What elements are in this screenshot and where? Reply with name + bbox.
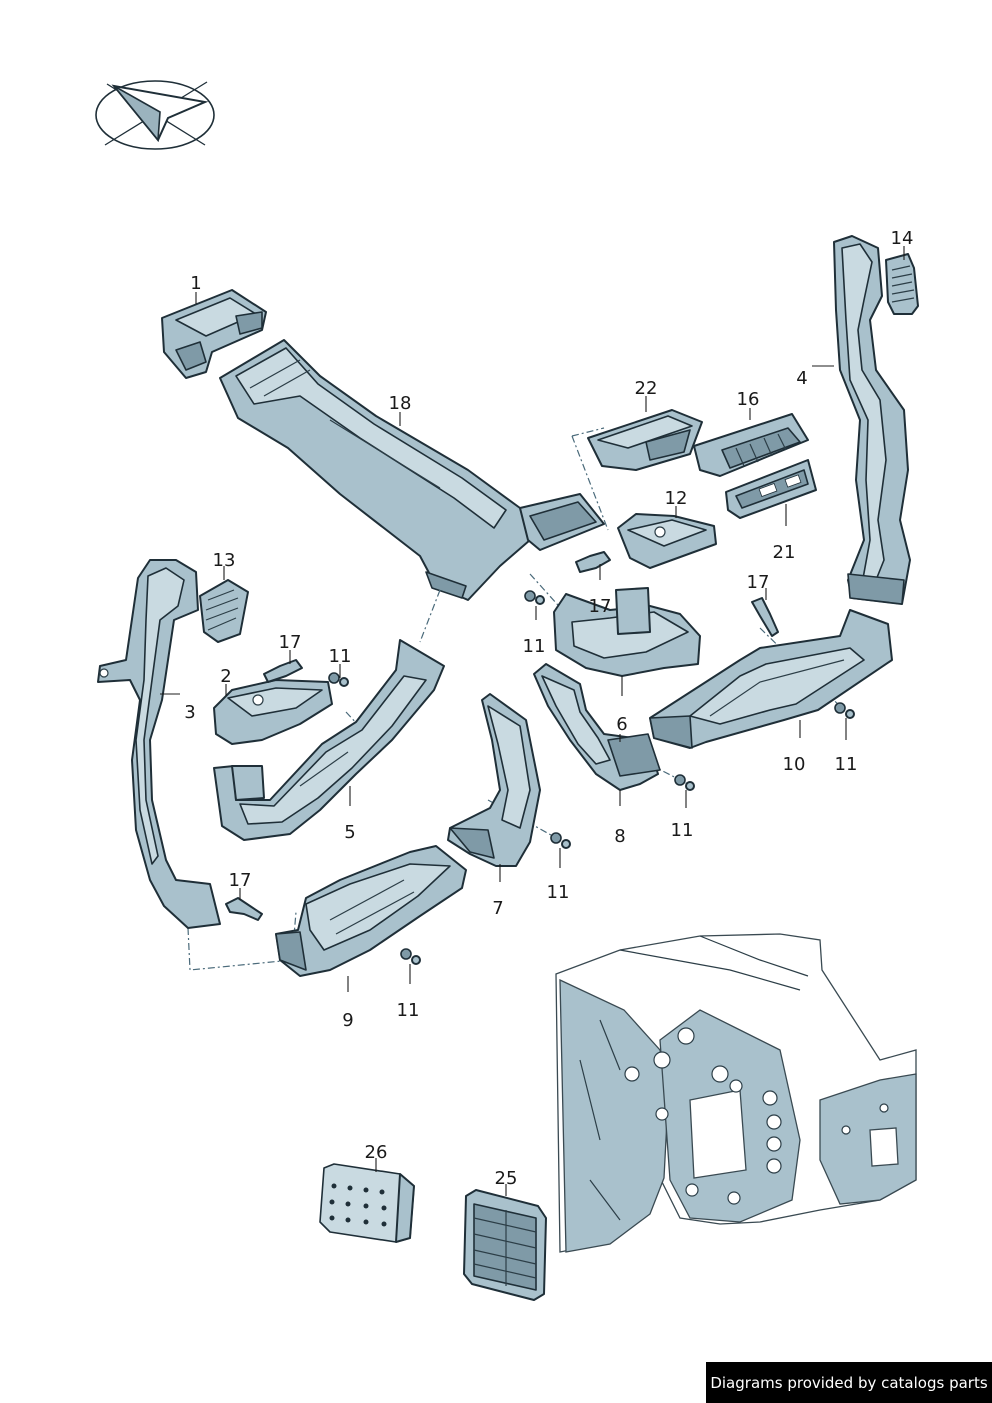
part-7-duct — [447, 693, 541, 867]
part-22-vent-duct — [587, 409, 703, 471]
part-16-air-vent — [693, 413, 809, 477]
part-11-screw — [550, 832, 571, 849]
part-17-screw-right — [751, 597, 779, 637]
callout-11-lower: 11 — [547, 882, 570, 903]
callout-2: 2 — [220, 666, 231, 687]
dash-line — [571, 435, 609, 531]
part-3-left-tall-duct — [97, 559, 221, 929]
callout-17-lower: 17 — [229, 870, 252, 891]
callout-26: 26 — [365, 1142, 388, 1163]
callout-11-mid: 11 — [671, 820, 694, 841]
callout-1: 1 — [190, 273, 201, 294]
callout-8: 8 — [614, 826, 625, 847]
part-17-screw-lower — [225, 897, 263, 921]
part-5-duct — [213, 639, 445, 841]
part-17-screw-center — [575, 551, 611, 573]
callout-4: 4 — [796, 368, 807, 389]
part-9-duct — [275, 845, 467, 977]
callout-11-left: 11 — [329, 646, 352, 667]
part-26-cover — [319, 1163, 415, 1243]
callout-9: 9 — [342, 1010, 353, 1031]
part-11-screw — [524, 590, 545, 605]
part-10-floor-duct — [649, 609, 893, 749]
part-25-vent-grill — [463, 1189, 547, 1301]
part-11-screw — [674, 774, 695, 791]
direction-arrow-logo-icon — [95, 80, 215, 150]
callout-11-center: 11 — [523, 636, 546, 657]
part-8-vertical-duct — [533, 663, 661, 791]
part-1-duct-connector — [161, 289, 267, 379]
dash-line — [571, 427, 605, 437]
callout-21: 21 — [773, 542, 796, 563]
part-18-center-duct — [219, 339, 605, 601]
part-13-vent-grill — [199, 579, 249, 643]
part-11-screw — [328, 672, 349, 687]
callout-17-right: 17 — [747, 572, 770, 593]
part-17-duct-center — [553, 587, 701, 677]
part-4-tall-duct — [833, 235, 911, 605]
callout-17-center: 17 — [589, 596, 612, 617]
callout-13: 13 — [213, 550, 236, 571]
callout-14: 14 — [891, 228, 914, 249]
dash-line — [419, 589, 441, 643]
dash-line — [529, 573, 567, 615]
part-12-bracket — [617, 513, 717, 569]
callout-16: 16 — [737, 389, 760, 410]
footer-credit: Diagrams provided by catalogs parts — [706, 1362, 992, 1403]
part-11-screw — [834, 702, 855, 719]
callout-11-bottom: 11 — [397, 1000, 420, 1021]
callout-17-left: 17 — [279, 632, 302, 653]
part-21-vent-panel — [725, 459, 817, 519]
callout-7: 7 — [492, 898, 503, 919]
callout-5: 5 — [344, 822, 355, 843]
callout-11-right: 11 — [835, 754, 858, 775]
callout-18: 18 — [389, 393, 412, 414]
part-17-screw-left — [263, 659, 303, 683]
callout-10: 10 — [783, 754, 806, 775]
callout-22: 22 — [635, 378, 658, 399]
callout-12: 12 — [665, 488, 688, 509]
part-11-screw — [400, 948, 421, 965]
callout-25: 25 — [495, 1168, 518, 1189]
vehicle-body-inset — [555, 933, 917, 1253]
part-14-vent-grill — [885, 253, 919, 315]
part-2-bracket — [213, 679, 333, 745]
callout-3: 3 — [184, 702, 195, 723]
callout-6: 6 — [616, 714, 627, 735]
